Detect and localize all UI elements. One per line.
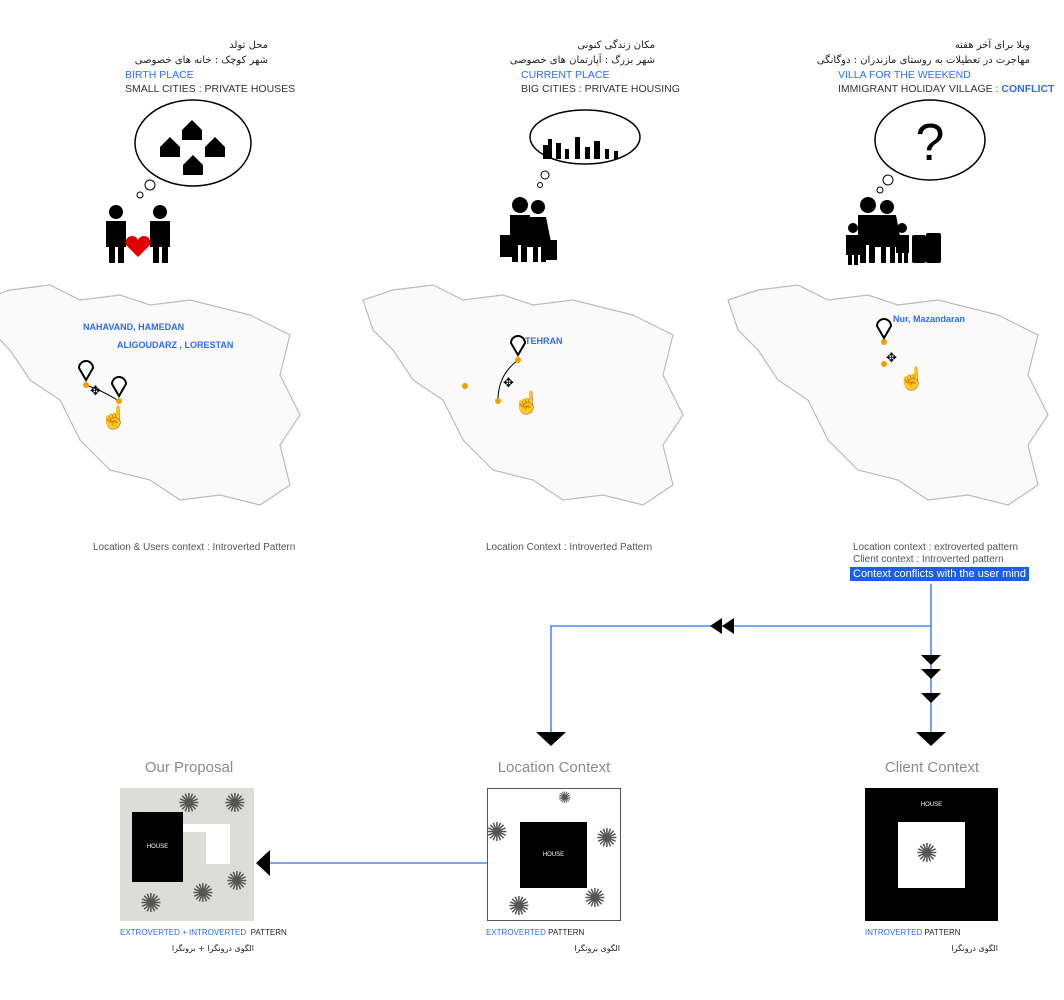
illustrations: ?: [106, 99, 986, 265]
col2-header: مکان زندگی کنونی شهر بزرگ : آپارتمان های…: [510, 39, 655, 68]
client-fa-label: الگوی درونگرا: [951, 944, 998, 953]
house-block: HOUSE: [132, 812, 183, 882]
house-block: HOUSE: [520, 822, 587, 888]
tree-icon: ✺: [508, 891, 530, 921]
couple-heart-icon: [106, 205, 170, 263]
question-mark: ?: [916, 114, 945, 172]
thought-bubble-houses-icon: [134, 99, 252, 199]
col1-header: محل تولد شهر کوچک : خانه های خصوصی: [135, 39, 268, 68]
col1-fa-sub: شهر کوچک : خانه های خصوصی: [134, 54, 268, 66]
conflict-highlight: CONFLICT: [1001, 83, 1055, 95]
proposal-fa-label: الگوی درونگرا + برونگرا: [171, 944, 254, 953]
tree-icon: ✺: [224, 788, 246, 818]
panel-title-client: Client Context: [884, 759, 980, 776]
col2-caption: Location Context : Introverted Pattern: [486, 542, 653, 553]
tree-icon: ✺: [178, 788, 200, 818]
map-pin-icon: [77, 360, 128, 398]
map-label-aligoudarz: ALIGOUDARZ , LORESTAN: [117, 340, 234, 350]
col3-fa-sub: مهاجرت در تعطیلات به روستای مازندران : د…: [816, 54, 1030, 66]
map-pin-icon: [509, 335, 527, 357]
family-luggage-icon: [500, 197, 557, 262]
map-pin-icon: [875, 318, 893, 340]
col2-en-sub: BIG CITIES : PRIVATE HOUSING: [521, 83, 680, 95]
tree-icon: ✺: [140, 888, 162, 918]
tree-icon: ✺: [192, 878, 214, 908]
tree-icon: ✺: [596, 823, 618, 853]
map-villa: ✥☝: [727, 284, 1049, 506]
move-icon: ✥: [503, 375, 514, 390]
caption-line: Client context : Introverted pattern: [853, 554, 1004, 565]
courtyard-path: [183, 824, 213, 832]
tree-icon: ✺: [486, 817, 508, 847]
col3-fa-title: ویلا برای آخر هفته: [954, 40, 1030, 51]
flow-arrows: [256, 584, 946, 876]
client-pattern-label: INTROVERTED PATTERN: [865, 928, 961, 937]
col3-header: ویلا برای آخر هفته مهاجرت در تعطیلات به …: [817, 39, 1030, 68]
location-fa-label: الگوی برونگرا: [574, 944, 620, 953]
col1-caption: Location & Users context : Introverted P…: [93, 542, 296, 553]
panel-title-location: Location Context: [497, 759, 611, 776]
col1-en-title: BIRTH PLACE: [125, 69, 194, 81]
map-birth-place: ✥☝: [0, 284, 301, 506]
map-label-nahavand: NAHAVAND, HAMEDAN: [83, 322, 185, 332]
panel-title-proposal: Our Proposal: [144, 759, 234, 776]
map-current-place: ✥☝: [362, 284, 684, 506]
arrow-down-icon: [536, 732, 566, 746]
arrow-down-icon: [921, 655, 941, 703]
col3-caption: Location context : extroverted pattern C…: [853, 542, 1018, 566]
map-label-tehran: TEHRAN: [525, 336, 563, 346]
move-icon: ✥: [886, 350, 897, 365]
proposal-plan: HOUSE ✺ ✺ ✺ ✺ ✺: [120, 788, 254, 921]
hand-pointer-icon: ☝: [100, 404, 127, 431]
hand-pointer-icon: ☝: [513, 389, 540, 416]
tree-icon: ✺: [584, 883, 606, 913]
tree-icon: ✺: [916, 838, 938, 868]
family-vacation-icon: [846, 197, 941, 265]
house-label: HOUSE: [920, 802, 943, 808]
location-plan: HOUSE ✺ ✺ ✺ ✺ ✺: [486, 788, 621, 921]
col2-fa-title: مکان زندگی کنونی: [577, 40, 655, 51]
conflict-banner: Context conflicts with the user mind: [850, 567, 1030, 581]
col1-en-sub: SMALL CITIES : PRIVATE HOUSES: [125, 83, 296, 95]
client-plan: HOUSE ✺: [865, 788, 998, 921]
col2-fa-sub: شهر بزرگ : آپارتمان های خصوصی: [509, 54, 655, 66]
map-label-nur: Nur, Mazandaran: [893, 314, 966, 324]
iran-maps: ✥☝ ✥☝ ✥☝: [0, 284, 1049, 506]
double-arrow-left-icon: [710, 618, 734, 634]
arrow-down-icon: [916, 732, 946, 746]
col1-fa-title: محل تولد: [229, 40, 268, 51]
col2-en-title: CURRENT PLACE: [521, 69, 610, 81]
col3-en-sub: IMMIGRANT HOLIDAY VILLAGE : CONFLICT: [838, 83, 1055, 95]
move-icon: ✥: [90, 383, 101, 398]
tree-icon: ✺: [226, 866, 248, 896]
location-pattern-label: EXTROVERTED PATTERN: [486, 928, 585, 937]
proposal-pattern-label: EXTROVERTED + INTROVERTED PATTERN: [120, 928, 287, 937]
caption-line: Location context : extroverted pattern: [853, 542, 1019, 553]
col3-en-title: VILLA FOR THE WEEKEND: [838, 69, 971, 81]
arrow-left-icon: [256, 850, 270, 876]
tree-icon: ✺: [558, 790, 572, 807]
thought-bubble-question-icon: ?: [874, 99, 986, 194]
thought-bubble-skyline-icon: [529, 109, 641, 188]
hand-pointer-icon: ☝: [898, 365, 925, 392]
courtyard: ✺: [898, 822, 965, 888]
